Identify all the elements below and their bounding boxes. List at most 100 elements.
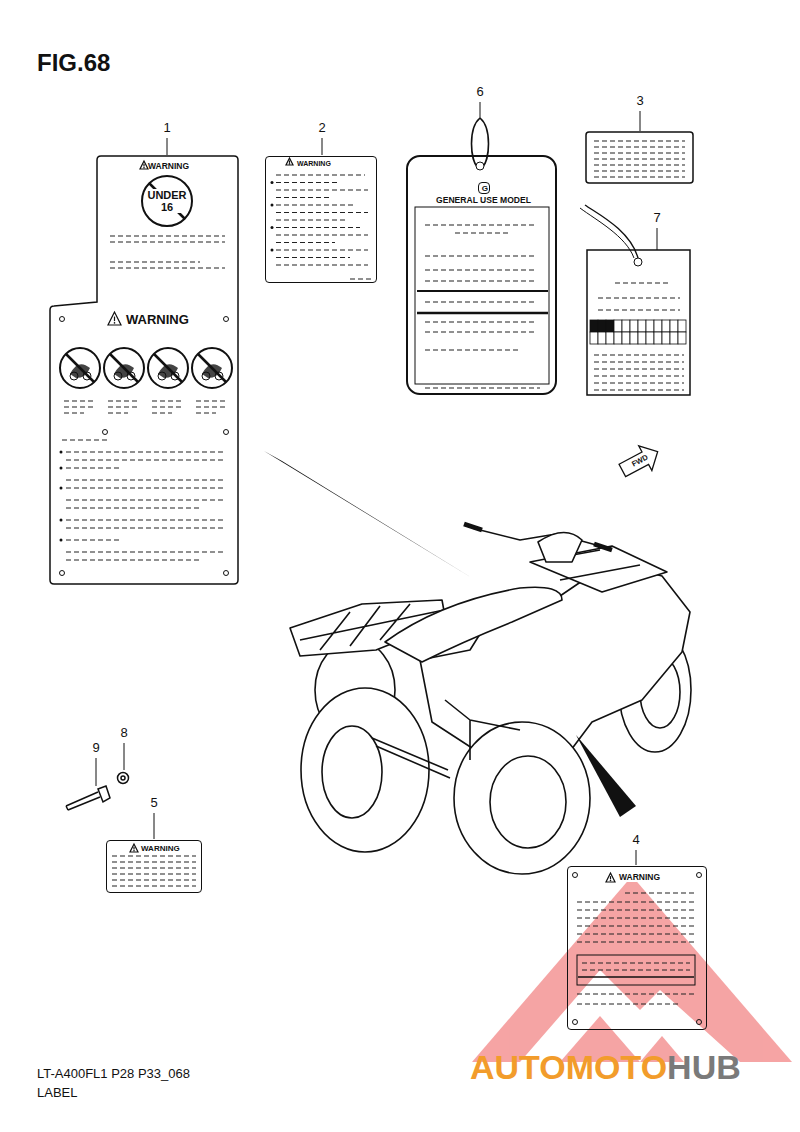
rule-line <box>417 290 548 292</box>
table-cell <box>646 320 654 332</box>
dashed-text-row <box>276 182 340 183</box>
label-text: WARNING <box>141 845 180 854</box>
atv-drawing <box>290 524 691 874</box>
dashed-text-row <box>594 146 685 147</box>
dashed-text-row <box>577 933 697 934</box>
table-cell <box>606 320 614 332</box>
model-badge: G <box>478 182 490 194</box>
sticker-hole <box>60 571 65 576</box>
dashed-text-row <box>276 249 368 250</box>
dashed-text-row <box>152 406 182 407</box>
callout-number: 2 <box>317 121 326 135</box>
sticker-hole <box>573 1020 578 1025</box>
prohibition-icon <box>192 348 232 388</box>
rule-line <box>417 312 548 315</box>
sticker-hole <box>224 317 229 322</box>
dashed-text-row <box>594 354 684 355</box>
bullet-dot <box>271 204 274 207</box>
label-text: UNDER 16 <box>146 189 188 213</box>
table-cell <box>662 320 670 332</box>
dashed-text-row <box>594 152 685 153</box>
callout-number: 4 <box>631 833 640 847</box>
dashed-text-row <box>276 189 368 190</box>
sticker-hole <box>573 873 578 878</box>
dashed-text-row <box>425 301 535 302</box>
table-cell <box>638 332 646 344</box>
dashed-text-row <box>64 406 94 407</box>
dashed-text-row <box>577 901 697 902</box>
label-text: FWD <box>614 436 666 487</box>
table-cell <box>590 320 598 332</box>
bolt-and-washer <box>66 773 129 811</box>
prohibition-icon <box>148 348 188 388</box>
dashed-text-row <box>152 412 172 413</box>
dashed-text-row <box>594 382 684 383</box>
table-cell <box>670 320 678 332</box>
sticker-outline <box>586 132 693 183</box>
dashed-text-row <box>276 197 330 198</box>
dashed-text-row <box>276 212 368 213</box>
callout-number: 5 <box>149 796 158 810</box>
prohibition-icon <box>60 348 100 388</box>
dashed-text-row <box>66 519 225 520</box>
table-cell <box>678 332 686 344</box>
dashed-text-row <box>66 559 200 560</box>
dashed-text-row <box>577 917 697 918</box>
label-text: WARNING <box>297 160 331 168</box>
warning-triangle <box>108 312 121 325</box>
bullet-dot <box>60 487 63 490</box>
dashed-text-row <box>112 885 196 886</box>
dashed-text-row <box>66 499 225 500</box>
watermark: AUTOMOTO <box>470 1049 667 1086</box>
dashed-text-row <box>594 164 685 165</box>
table-cell <box>598 320 606 332</box>
dashed-text-row <box>112 867 196 868</box>
hang-tag: GGENERAL USE MODEL <box>406 155 557 395</box>
dashed-text-row <box>196 406 226 407</box>
dashed-text-row <box>108 406 138 407</box>
dashed-text-row <box>425 331 535 332</box>
dashed-text-row <box>598 297 680 298</box>
dashed-text-row <box>594 375 684 376</box>
dashed-text-row <box>66 451 225 452</box>
bullet-dot <box>60 539 63 542</box>
dashed-text-row <box>112 861 196 862</box>
sticker-hole <box>697 1020 702 1025</box>
table-cell <box>678 320 686 332</box>
dashed-text-row <box>425 280 535 281</box>
dashed-text-row <box>112 855 196 856</box>
label-text: WARNING <box>126 313 189 327</box>
dashed-text-row <box>276 174 365 175</box>
dashed-text-row <box>276 264 368 265</box>
age-circle: UNDER 16 <box>141 175 193 227</box>
dashed-text-row <box>66 507 200 508</box>
figure-title: FIG.68 <box>37 50 110 76</box>
warning-sticker: UNDER 16WARNINGWARNING <box>50 156 238 584</box>
dashed-text-row <box>112 873 196 874</box>
table-cell <box>614 320 622 332</box>
pointer-wedge <box>264 451 472 578</box>
dashed-text-row <box>110 267 225 268</box>
callout-number: 3 <box>635 94 644 108</box>
sticker-hole <box>103 430 108 435</box>
figure-caption: LABEL <box>37 1086 77 1100</box>
bullet-dot <box>60 467 63 470</box>
warning-triangle <box>130 844 138 852</box>
warning-sticker: WARNING <box>106 840 202 893</box>
dashed-text-row <box>594 176 685 177</box>
dashed-text-row <box>276 242 335 243</box>
table-cell <box>670 332 678 344</box>
dashed-text-row <box>64 412 84 413</box>
dashed-text-row <box>350 278 372 279</box>
bullet-dot <box>60 451 63 454</box>
warning-triangle <box>140 161 148 169</box>
dashed-text-row <box>425 269 535 270</box>
part-code: LT-A400FL1 P28 P33_068 <box>37 1067 190 1081</box>
inner-frame <box>415 207 549 384</box>
dashed-text-row <box>152 400 182 401</box>
table-cell <box>614 332 622 344</box>
dashed-text-row <box>66 551 225 552</box>
dashed-text-row <box>594 140 685 141</box>
dashed-text-row <box>577 941 697 942</box>
